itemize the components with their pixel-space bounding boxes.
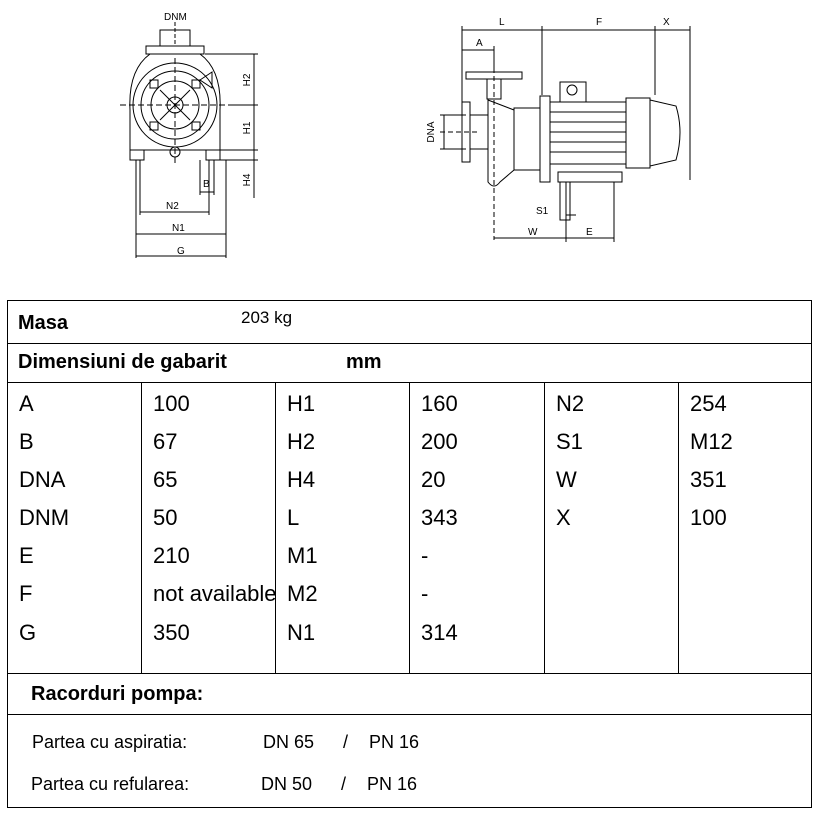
dim-name-f: F xyxy=(19,581,33,606)
label-g: G xyxy=(177,246,185,257)
discharge-separator: / xyxy=(341,774,347,794)
dim-name-e: E xyxy=(19,543,34,568)
dim-name-h1: H1 xyxy=(287,391,316,416)
label-f: F xyxy=(596,17,602,28)
column-divider xyxy=(678,383,679,674)
label-n1: N1 xyxy=(172,223,185,234)
dim-name-m2: M2 xyxy=(287,581,318,606)
dim-name-x: X xyxy=(556,505,571,530)
dimensions-unit: mm xyxy=(346,351,382,373)
label-h1: H1 xyxy=(242,121,253,134)
dim-value-h4: 20 xyxy=(421,467,446,492)
pump-dimension-drawings: DNM H2 H1 H4 B N2 N1 G xyxy=(120,12,691,258)
mass-value: 203 kg xyxy=(241,308,293,327)
row-divider xyxy=(8,343,811,344)
side-view-drawing xyxy=(440,26,691,242)
dim-value-n2: 254 xyxy=(690,391,727,416)
suction-dn: DN 65 xyxy=(263,732,315,752)
label-h2: H2 xyxy=(242,73,253,86)
label-w: W xyxy=(528,227,538,238)
column-divider xyxy=(141,383,142,674)
dim-name-w: W xyxy=(556,467,577,492)
dim-value-b: 67 xyxy=(153,429,178,454)
suction-pn: PN 16 xyxy=(369,732,420,752)
dim-name-h2: H2 xyxy=(287,429,316,454)
discharge-label: Partea cu refularea: xyxy=(31,774,190,794)
row-divider xyxy=(8,714,811,715)
label-h4: H4 xyxy=(242,173,253,186)
dim-value-x: 100 xyxy=(690,505,727,530)
discharge-dn: DN 50 xyxy=(261,774,313,794)
dim-name-m1: M1 xyxy=(287,543,318,568)
label-e: E xyxy=(586,227,593,238)
mass-label: Masa xyxy=(18,312,69,334)
row-divider xyxy=(8,382,811,383)
dim-value-s1: M12 xyxy=(690,429,733,454)
label-x: X xyxy=(663,17,670,28)
dim-name-l: L xyxy=(287,505,300,530)
suction-separator: / xyxy=(343,732,349,752)
dimensions-label: Dimensiuni de gabarit xyxy=(18,351,227,373)
side-view-labels: L F X A DNA S1 W E xyxy=(426,17,670,238)
dim-name-a: A xyxy=(19,391,34,416)
dim-value-a: 100 xyxy=(153,391,190,416)
dim-name-g: G xyxy=(19,620,37,645)
dim-value-n1: 314 xyxy=(421,620,458,645)
label-dnm: DNM xyxy=(164,12,187,23)
label-l: L xyxy=(499,17,505,28)
dim-name-n2: N2 xyxy=(556,391,585,416)
label-s1: S1 xyxy=(536,206,549,217)
dim-value-l: 343 xyxy=(421,505,458,530)
dimension-table: Masa 203 kg Dimensiuni de gabarit mm A B… xyxy=(7,300,812,808)
dim-value-h2: 200 xyxy=(421,429,458,454)
dim-value-e: 210 xyxy=(153,543,190,568)
dim-value-w: 351 xyxy=(690,467,727,492)
dim-value-m1: - xyxy=(421,543,429,568)
column-divider xyxy=(275,383,276,674)
suction-label: Partea cu aspiratia: xyxy=(32,732,188,752)
dim-value-f: not available xyxy=(153,581,277,606)
dim-value-dnm: 50 xyxy=(153,505,178,530)
label-dna: DNA xyxy=(426,121,437,142)
label-b: B xyxy=(203,179,210,190)
dim-name-s1: S1 xyxy=(556,429,583,454)
connections-title: Racorduri pompa: xyxy=(31,683,204,705)
column-divider xyxy=(409,383,410,674)
dim-name-dna: DNA xyxy=(19,467,66,492)
dim-value-dna: 65 xyxy=(153,467,178,492)
dim-value-m2: - xyxy=(421,581,429,606)
dim-value-h1: 160 xyxy=(421,391,458,416)
label-n2: N2 xyxy=(166,201,179,212)
dim-name-n1: N1 xyxy=(287,620,316,645)
label-a: A xyxy=(476,38,483,49)
column-divider xyxy=(544,383,545,674)
front-view-labels: DNM H2 H1 H4 B N2 N1 G xyxy=(164,12,253,257)
front-view-drawing xyxy=(120,22,258,258)
discharge-pn: PN 16 xyxy=(367,774,418,794)
dim-value-g: 350 xyxy=(153,620,190,645)
dim-name-b: B xyxy=(19,429,34,454)
dim-name-h4: H4 xyxy=(287,467,316,492)
dim-name-dnm: DNM xyxy=(19,505,70,530)
